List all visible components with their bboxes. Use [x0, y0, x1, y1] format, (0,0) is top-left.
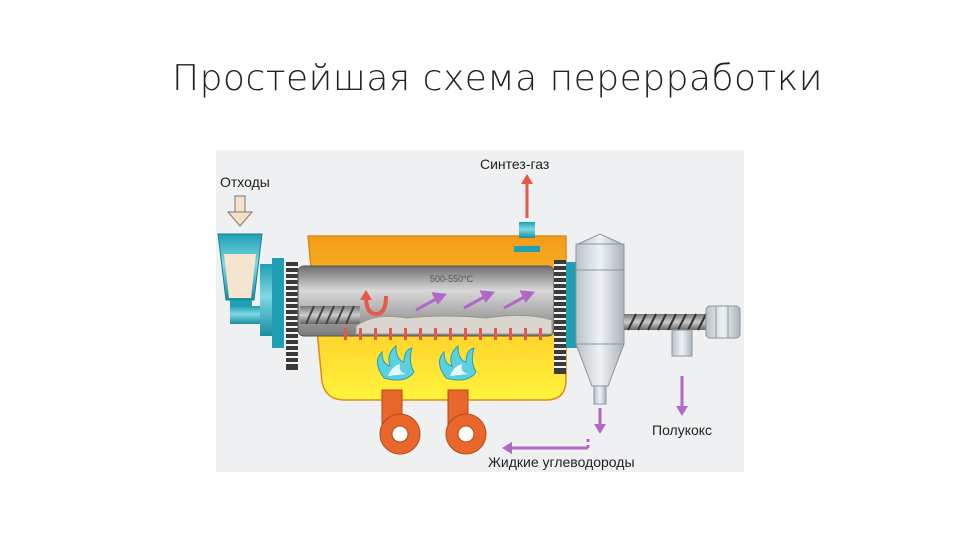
- pyrolysis-diagram: Отходы Синтез-газ 500-550°C Полукокс Жид…: [216, 150, 744, 472]
- left-gear-ring: [286, 262, 298, 370]
- outlet-flange: [566, 262, 578, 348]
- inlet-flange: [272, 258, 284, 348]
- gas-flow-arrows: [415, 290, 536, 312]
- hopper-contents: [224, 254, 256, 298]
- burner-right: [445, 389, 487, 455]
- label-syngas: Синтез-газ: [480, 156, 550, 172]
- mixing-arrow-head: [360, 290, 372, 300]
- material-bed: [355, 314, 553, 335]
- burner-left: [379, 389, 421, 455]
- cyclone-separator: [575, 233, 625, 405]
- drum-screw-threads: [305, 305, 355, 325]
- mixing-arrow: [364, 295, 388, 317]
- label-liquid-hydrocarbons: Жидкие углеводороды: [488, 454, 635, 470]
- flame-icon: [439, 344, 477, 381]
- semicoke-arrow: [676, 376, 688, 416]
- semicoke-outlet: [671, 329, 693, 357]
- heat-arrows: [344, 328, 542, 340]
- liquid-hydrocarbons-arrow: [502, 408, 606, 454]
- label-waste: Отходы: [220, 174, 270, 190]
- screw-motor: [705, 305, 741, 339]
- label-temperature: 500-550°C: [430, 274, 474, 284]
- syngas-outlet-pipe: [519, 222, 535, 238]
- discharge-screw-threads: [627, 313, 707, 331]
- slide-title: Простейшая схема перерработки: [172, 58, 823, 99]
- right-gear-ring: [554, 260, 566, 374]
- flame-icon: [377, 344, 415, 381]
- label-semicoke: Полукокс: [652, 422, 713, 438]
- syngas-outlet-flange: [514, 246, 540, 252]
- syngas-arrow: [521, 174, 533, 218]
- diagram-graphic: [216, 150, 744, 472]
- waste-input-arrow: [226, 195, 254, 227]
